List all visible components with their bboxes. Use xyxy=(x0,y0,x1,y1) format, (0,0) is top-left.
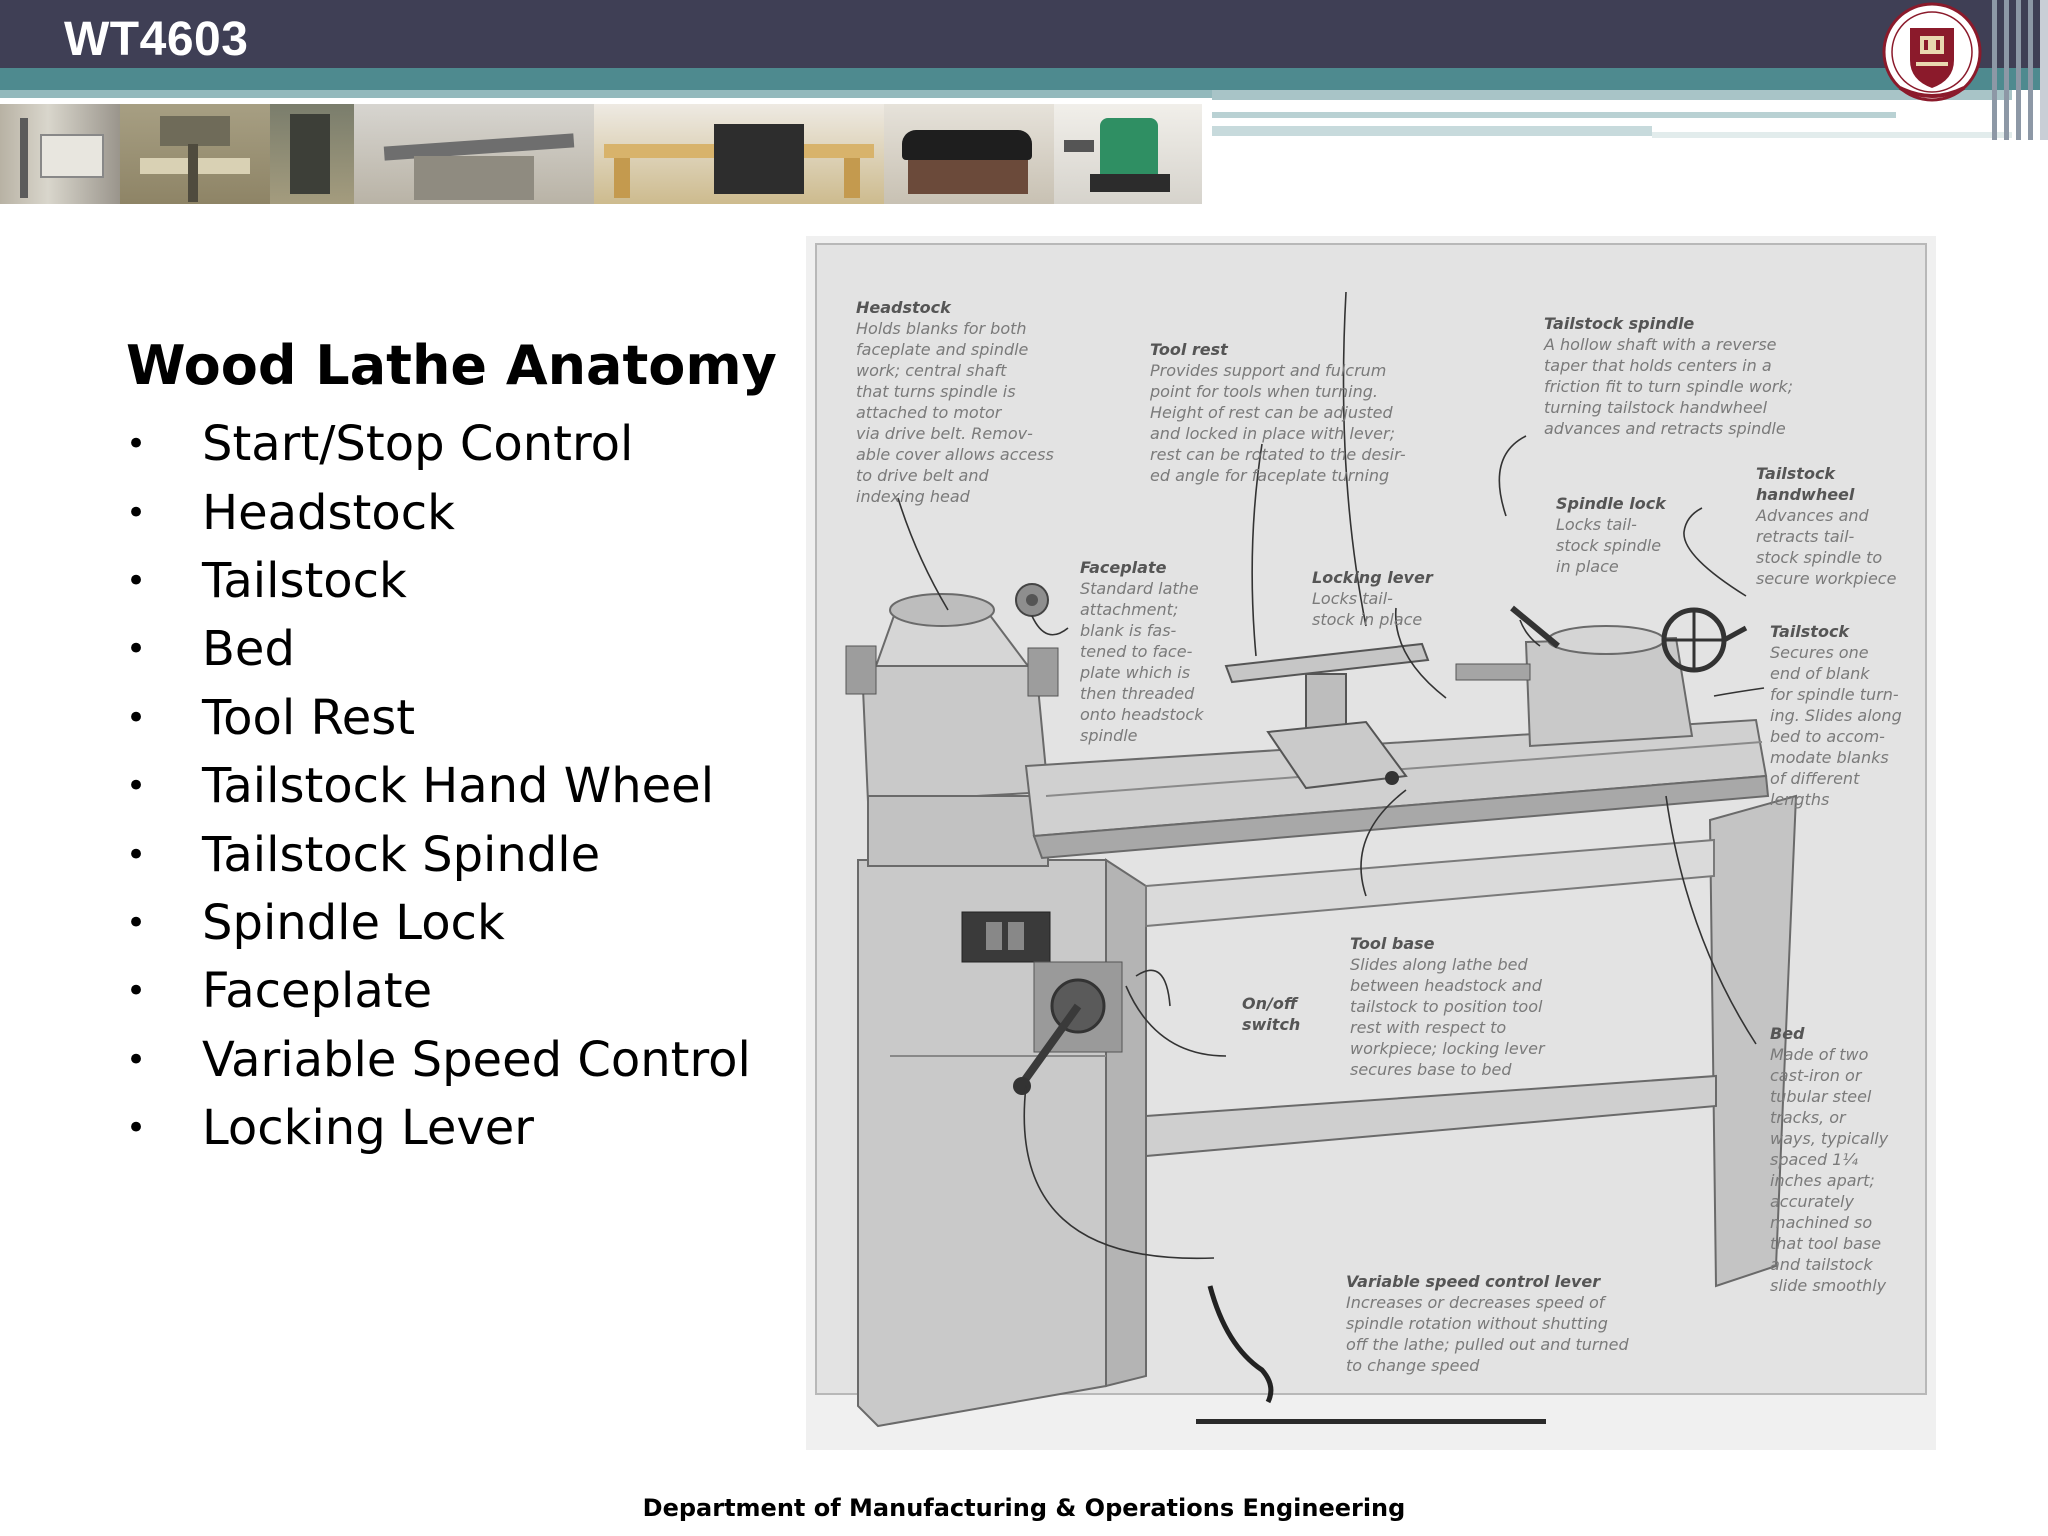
bullet-item: • Headstock xyxy=(126,478,751,546)
callout-title: Tailstock spindle xyxy=(1544,314,1695,333)
bullet-text: Tailstock Hand Wheel xyxy=(202,758,715,815)
workshop-photo xyxy=(270,104,354,204)
workshop-photo xyxy=(884,104,1054,204)
workshop-photo xyxy=(354,104,594,204)
university-crest-icon xyxy=(1882,2,1982,102)
workshop-photo-strip xyxy=(0,104,1202,204)
bullet-text: Spindle Lock xyxy=(202,894,505,951)
bullet-item: • Faceplate xyxy=(126,957,751,1025)
bullet-text: Headstock xyxy=(202,484,455,541)
bullet-glyph: • xyxy=(126,902,147,943)
decor-stripe xyxy=(1652,132,2012,138)
callout-body: A hollow shaft with a reverse taper that… xyxy=(1544,335,1793,438)
callout-title: Tool rest xyxy=(1150,340,1228,359)
bullet-glyph: • xyxy=(126,629,147,670)
bullet-item: • Start/Stop Control xyxy=(126,410,751,478)
callout-title: Headstock xyxy=(856,298,951,317)
callout-body: Provides support and fulcrum point for t… xyxy=(1150,361,1406,485)
bullet-glyph: • xyxy=(126,424,147,465)
callout-on-off-switch: On/off switch xyxy=(1242,972,1300,1056)
callout-title: Faceplate xyxy=(1080,558,1167,577)
bullet-glyph: • xyxy=(126,766,147,807)
decor-stripe xyxy=(1212,90,2012,100)
bullet-glyph: • xyxy=(126,1039,147,1080)
callout-body: Slides along lathe bed between headstock… xyxy=(1350,955,1545,1079)
bullet-glyph: • xyxy=(126,1108,147,1149)
bullet-text: Start/Stop Control xyxy=(202,416,634,473)
callout-body: Locks tail- stock spindle in place xyxy=(1556,515,1662,576)
bullet-text: Faceplate xyxy=(202,963,433,1020)
bullet-item: • Locking Lever xyxy=(126,1094,751,1162)
callout-title: Spindle lock xyxy=(1556,494,1666,513)
callout-tailstock-spindle: Tailstock spindle A hollow shaft with a r… xyxy=(1544,292,1793,439)
decor-vertical-bars xyxy=(1986,0,2048,140)
bullet-list: • Start/Stop Control • Headstock • Tailstoc… xyxy=(126,410,751,1162)
header-bar xyxy=(0,0,2048,68)
bullet-text: Tailstock xyxy=(202,552,407,609)
bullet-item: • Tailstock Hand Wheel xyxy=(126,752,751,820)
callout-body: Secures one end of blank for spindle tur… xyxy=(1770,643,1902,809)
decor-stripe xyxy=(1212,126,1652,136)
decor-stripe xyxy=(1212,112,1896,118)
bullet-glyph: • xyxy=(126,834,147,875)
callout-body: Locks tail- stock in place xyxy=(1312,589,1423,629)
callout-body: Advances and retracts tail- stock spindl… xyxy=(1756,506,1897,588)
callout-title: On/off switch xyxy=(1242,994,1301,1034)
bullet-item: • Tool Rest xyxy=(126,684,751,752)
callout-title: Tailstock xyxy=(1770,622,1850,641)
bullet-text: Tool Rest xyxy=(202,689,416,746)
callout-body: Increases or decreases speed of spindle … xyxy=(1346,1293,1629,1375)
callout-body: Standard lathe attachment; blank is fas-… xyxy=(1080,579,1204,745)
callout-title: Bed xyxy=(1770,1024,1805,1043)
callout-title: Tailstock handwheel xyxy=(1756,464,1855,504)
bullet-glyph: • xyxy=(126,697,147,738)
callout-title: Locking lever xyxy=(1312,568,1433,587)
callout-body: Holds blanks for both faceplate and spin… xyxy=(856,319,1054,506)
bullet-glyph: • xyxy=(126,560,147,601)
bullet-item: • Tailstock xyxy=(126,547,751,615)
lathe-illustration xyxy=(806,236,1936,1450)
callout-title: Variable speed control lever xyxy=(1346,1272,1601,1291)
workshop-photo xyxy=(1054,104,1202,204)
bullet-text: Variable Speed Control xyxy=(202,1031,751,1088)
bullet-text: Locking Lever xyxy=(202,1100,535,1157)
header-teal-band xyxy=(0,68,2048,90)
footer-department: Department of Manufacturing & Operations… xyxy=(642,1494,1406,1522)
bullet-item: • Variable Speed Control xyxy=(126,1026,751,1094)
header-teal-stripe xyxy=(0,90,1212,98)
bullet-item: • Spindle Lock xyxy=(126,889,751,957)
slide-title: Wood Lathe Anatomy xyxy=(126,334,777,397)
workshop-photo xyxy=(120,104,270,204)
bullet-glyph: • xyxy=(126,971,147,1012)
workshop-photo xyxy=(594,104,884,204)
callout-body: Made of two cast-iron or tubular steel t… xyxy=(1770,1045,1889,1295)
bullet-text: Tailstock Spindle xyxy=(202,826,601,883)
callout-title: Tool base xyxy=(1350,934,1435,953)
bullet-item: • Tailstock Spindle xyxy=(126,820,751,888)
workshop-photo xyxy=(0,104,120,204)
bullet-text: Bed xyxy=(202,621,295,678)
bullet-item: • Bed xyxy=(126,615,751,683)
course-code: WT4603 xyxy=(64,13,249,66)
bullet-glyph: • xyxy=(126,492,147,533)
